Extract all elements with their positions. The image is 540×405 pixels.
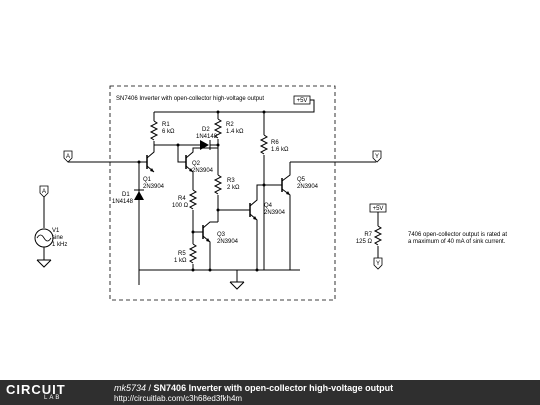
footer-bar: CIRCUIT LAB mk5734 / SN7406 Inverter wit… [0, 380, 540, 405]
schematic-canvas[interactable]: SN7406 Inverter with open-collector high… [0, 0, 540, 380]
r7-name: R7 [364, 232, 372, 238]
note-line-2: a maximum of 40 mA of sink current. [408, 239, 506, 245]
r3-name: R3 [227, 178, 235, 184]
v1-type: sine [52, 235, 64, 241]
sine-source-v1[interactable] [34, 228, 54, 248]
q1-value: 2N3904 [143, 184, 165, 190]
r6-value: 1.6 kΩ [271, 147, 289, 153]
r5-name: R5 [178, 251, 186, 257]
transistor-q3[interactable] [202, 221, 218, 270]
author-link[interactable]: mk5734 [114, 383, 147, 393]
vcc-tag-chip[interactable]: +5V [293, 95, 311, 105]
output-node-y[interactable]: Y [372, 150, 382, 163]
r2-name: R2 [226, 122, 234, 128]
d2-value: 1N4148 [196, 134, 218, 140]
circuitlab-logo[interactable]: CIRCUIT [6, 382, 66, 397]
q4-name: Q4 [264, 203, 273, 209]
q4-value: 2N3904 [264, 210, 286, 216]
r7-value: 125 Ω [356, 239, 373, 245]
transistor-q2[interactable] [185, 147, 218, 173]
q3-value: 2N3904 [217, 239, 239, 245]
transistor-q1[interactable] [140, 145, 155, 173]
output-node-y-external[interactable]: Y [373, 257, 383, 270]
ground-v1 [36, 259, 52, 268]
q5-value: 2N3904 [297, 184, 319, 190]
circuitlab-logo-sub: LAB [44, 395, 62, 401]
resistor-r7[interactable] [373, 225, 383, 246]
input-node-a-external[interactable]: A [39, 185, 49, 198]
svg-text:A: A [42, 189, 46, 195]
r5-value: 1 kΩ [174, 258, 187, 264]
resistor-r3[interactable] [213, 174, 223, 195]
resistor-r6[interactable] [259, 134, 269, 155]
q3-name: Q3 [217, 232, 226, 238]
r1-value: 6 kΩ [162, 129, 175, 135]
svg-text:+5V: +5V [373, 206, 384, 212]
r4-name: R4 [178, 196, 186, 202]
resistor-r1[interactable] [149, 120, 159, 141]
ground-chip [229, 281, 245, 290]
svg-text:Y: Y [376, 261, 380, 267]
d1-value: 1N4148 [112, 199, 134, 205]
r2-value: 1.4 kΩ [226, 129, 244, 135]
v1-freq: 1 kHz [52, 242, 67, 248]
separator: / [146, 383, 154, 393]
vcc-tag-external[interactable]: +5V [369, 203, 387, 213]
transistor-q5[interactable] [281, 162, 291, 270]
svg-text:Y: Y [375, 154, 379, 160]
v1-name: V1 [52, 228, 60, 234]
note-line-1: 7406 open-collector output is rated at [408, 232, 507, 238]
resistor-r4[interactable] [188, 189, 198, 210]
q2-value: 2N3904 [192, 168, 214, 174]
q2-name: Q2 [192, 161, 201, 167]
d2-name: D2 [202, 127, 210, 133]
q5-name: Q5 [297, 177, 306, 183]
diode-d1[interactable] [134, 189, 144, 200]
resistor-r2[interactable] [213, 118, 223, 139]
chip-boundary [109, 85, 336, 301]
circuit-url[interactable]: http://circuitlab.com/c3h68ed3fkh4m [114, 394, 243, 403]
svg-text:A: A [66, 154, 70, 160]
r6-name: R6 [271, 140, 279, 146]
svg-text:+5V: +5V [297, 98, 308, 104]
r4-value: 100 Ω [172, 203, 189, 209]
circuit-title: SN7406 Inverter with open-collector high… [116, 96, 264, 102]
d1-name: D1 [122, 192, 130, 198]
resistor-r5[interactable] [188, 243, 198, 264]
r1-name: R1 [162, 122, 170, 128]
q1-name: Q1 [143, 177, 152, 183]
r3-value: 2 kΩ [227, 185, 240, 191]
circuit-title-footer: SN7406 Inverter with open-collector high… [153, 383, 394, 393]
footer-meta: mk5734 / SN7406 Inverter with open-colle… [114, 383, 393, 393]
input-node-a[interactable]: A [63, 150, 73, 163]
transistor-q4[interactable] [249, 184, 264, 270]
